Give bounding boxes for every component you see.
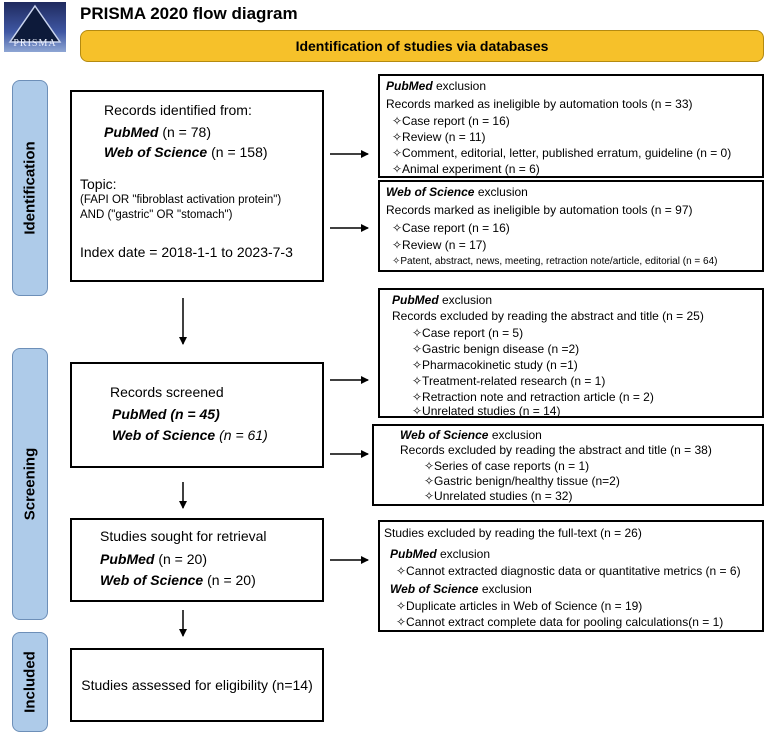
topic-label: Topic: — [80, 176, 117, 192]
wos-excl1-item: ✧Case report (n = 16) — [392, 221, 510, 235]
sidebar-screening: Screening — [12, 348, 48, 620]
assessed-label: Studies assessed for eligibility (n=14) — [81, 677, 313, 693]
identified-heading: Records identified from: — [104, 102, 252, 118]
wos-excl1-header: Records marked as ineligible by automati… — [386, 203, 693, 217]
wos-automation-exclusion-box: Web of Science exclusion Records marked … — [378, 180, 764, 272]
wos-excl1-item: ✧Patent, abstract, news, meeting, retrac… — [392, 256, 718, 267]
pubmed-excl1-item: ✧Case report (n = 16) — [392, 114, 510, 128]
screened-pubmed: PubMed (n = 45) — [112, 406, 220, 422]
wos-excl2-header: Records excluded by reading the abstract… — [400, 443, 712, 457]
fulltext-wos-item: ✧Duplicate articles in Web of Science (n… — [396, 599, 643, 613]
fulltext-pubmed-item: ✧Cannot extracted diagnostic data or qua… — [396, 564, 741, 578]
pubmed-excl1-title: PubMed exclusion — [386, 79, 487, 93]
fulltext-exclusion-box: Studies excluded by reading the full-tex… — [378, 520, 764, 632]
fulltext-header: Studies excluded by reading the full-tex… — [384, 526, 642, 540]
retrieval-wos: Web of Science (n = 20) — [100, 572, 256, 588]
pubmed-excl2-item: ✧Retraction note and retraction article … — [412, 390, 654, 404]
wos-excl1-title: Web of Science exclusion — [386, 185, 528, 199]
logo-triangle-icon — [8, 4, 62, 43]
pubmed-excl1-header: Records marked as ineligible by automati… — [386, 97, 693, 111]
pubmed-excl1-item: ✧Review (n = 11) — [392, 130, 486, 144]
screened-wos: Web of Science (n = 61) — [112, 427, 268, 443]
index-date: Index date = 2018-1-1 to 2023-7-3 — [80, 244, 293, 260]
retrieval-box: Studies sought for retrieval PubMed (n =… — [70, 518, 324, 602]
screened-heading: Records screened — [110, 384, 224, 400]
identified-wos: Web of Science (n = 158) — [104, 144, 268, 160]
pubmed-excl2-item: ✧Case report (n = 5) — [412, 326, 524, 340]
sidebar-identification: Identification — [12, 80, 48, 296]
pubmed-excl2-item: ✧Pharmacokinetic study (n =1) — [412, 358, 578, 372]
pubmed-excl2-item: ✧Treatment-related research (n = 1) — [412, 374, 606, 388]
pubmed-excl1-item: ✧Comment, editorial, letter, published e… — [392, 146, 732, 160]
pubmed-automation-exclusion-box: PubMed exclusion Records marked as ineli… — [378, 74, 764, 178]
wos-excl2-item: ✧Series of case reports (n = 1) — [424, 459, 590, 473]
retrieval-heading: Studies sought for retrieval — [100, 528, 267, 544]
wos-excl2-item: ✧Gastric benign/healthy tissue (n=2) — [424, 474, 620, 488]
wos-excl2-title: Web of Science exclusion — [400, 428, 542, 442]
pubmed-excl2-item: ✧Gastric benign disease (n =2) — [412, 342, 580, 356]
wos-excl2-item: ✧Unrelated studies (n = 32) — [424, 489, 573, 503]
fulltext-wos-item: ✧Cannot extract complete data for poolin… — [396, 615, 724, 629]
records-identified-box: Records identified from: PubMed (n = 78)… — [70, 90, 324, 282]
banner-label: Identification of studies via databases — [295, 38, 549, 54]
prisma-logo: PRISMA — [4, 2, 66, 52]
pubmed-excl1-item: ✧Animal experiment (n = 6) — [392, 162, 540, 176]
retrieval-pubmed: PubMed (n = 20) — [100, 551, 207, 567]
page-title: PRISMA 2020 flow diagram — [80, 4, 298, 23]
records-screened-box: Records screened PubMed (n = 45) Web of … — [70, 362, 324, 468]
topic-line-1: (FAPI OR "fibroblast activation protein"… — [80, 194, 282, 206]
fulltext-pubmed-title: PubMed exclusion — [390, 547, 491, 561]
topic-line-2: AND ("gastric" OR "stomach") — [80, 209, 233, 221]
identified-pubmed: PubMed (n = 78) — [104, 124, 211, 140]
sidebar-included: Included — [12, 632, 48, 732]
pubmed-abstract-exclusion-box: PubMed exclusion Records excluded by rea… — [378, 288, 764, 418]
pubmed-excl2-title: PubMed exclusion — [392, 293, 493, 307]
logo-text: PRISMA — [13, 38, 57, 49]
fulltext-wos-title: Web of Science exclusion — [390, 582, 532, 596]
wos-excl1-item: ✧Review (n = 17) — [392, 238, 487, 252]
assessed-box: Studies assessed for eligibility (n=14) — [70, 648, 324, 722]
pubmed-excl2-header: Records excluded by reading the abstract… — [392, 309, 704, 323]
wos-abstract-exclusion-box: Web of Science exclusion Records exclude… — [372, 424, 764, 506]
identification-banner: Identification of studies via databases — [80, 30, 764, 62]
pubmed-excl2-item: ✧Unrelated studies (n = 14) — [412, 404, 561, 418]
